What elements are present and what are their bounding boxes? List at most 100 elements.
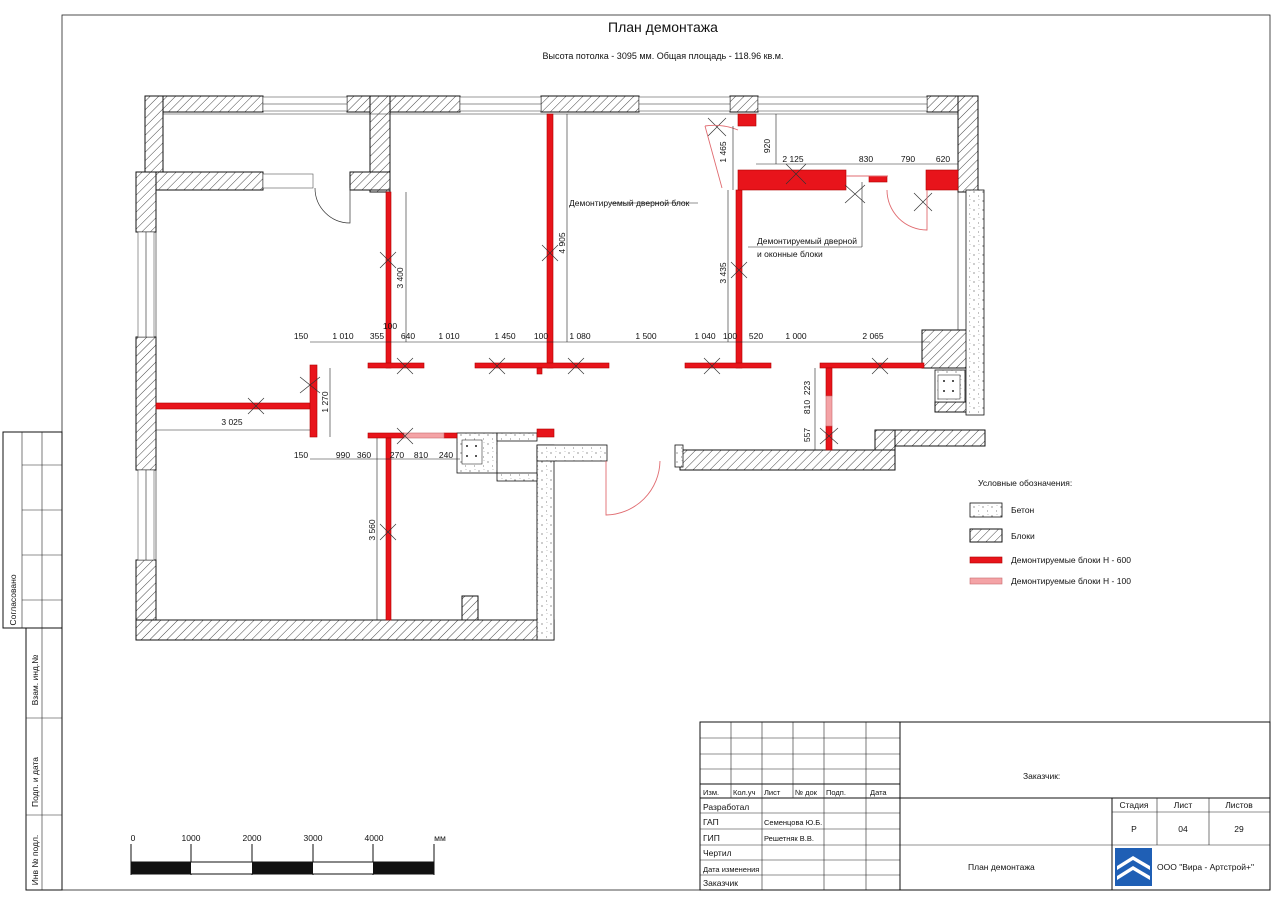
demolition-h600 [155,113,959,621]
dimension-lines [156,114,958,620]
dim-h-top: 2 065 [862,331,884,341]
tb-sheet: 04 [1178,824,1188,834]
dim-h-mid: 150 [294,450,308,460]
tb-customer-label: Заказчик: [1023,771,1060,781]
dim-h-mid: 270 [390,450,404,460]
tb-stage: Р [1131,824,1137,834]
dim-h-mid: 990 [336,450,350,460]
drawing-title: План демонтажа [608,19,718,35]
tb-sheets-header: Листов [1225,800,1253,810]
legend-title: Условные обозначения: [978,478,1072,488]
dim-h-top: 1 000 [785,331,807,341]
legend-swatch-demo600 [969,556,1003,564]
scale-tick: 2000 [243,833,262,843]
dim-v: 3 560 [367,519,377,541]
dim-h-mid: 360 [357,450,371,460]
tb-role: Заказчик [703,878,738,888]
annotations: Демонтируемый дверной блок Демонтируемый… [569,198,857,259]
door-swings [314,124,928,516]
tb-company: ООО "Вира - Артстрой+" [1157,862,1254,872]
legend-label-concrete: Бетон [1011,505,1035,515]
scale-bar: 0 1000 2000 3000 4000 мм [130,833,446,875]
note-door-window-2: и оконные блоки [757,249,823,259]
tb-role: Чертил [703,848,732,858]
company-logo [1115,848,1152,886]
dim-h-upper: 620 [936,154,950,164]
side-label-replace-inv: Взам. инд.№ [30,655,40,706]
tb-header: Кол.уч [733,788,756,797]
concrete-elements [456,189,985,641]
dim-h-upper: 830 [859,154,873,164]
dim-v: 557 [802,428,812,442]
side-stamp: Согласовано Взам. инд.№ Подп. и дата Инв… [2,431,63,891]
tb-sheets: 29 [1234,824,1244,834]
tb-gap-name: Семенцова Ю.Б. [764,818,822,827]
note-door-block: Демонтируемый дверной блок [569,198,690,208]
tb-role: ГАП [703,817,719,827]
drawing-subtitle: Высота потолка - 3095 мм. Общая площадь … [543,51,784,61]
legend-swatch-blocks [969,528,1003,543]
tb-header: Лист [764,788,781,797]
legend: Условные обозначения: Бетон Блоки Демонт… [969,478,1131,586]
scale-tick: 0 [131,833,136,843]
tb-sheet-name: План демонтажа [968,862,1035,872]
dim-v: 1 465 [718,141,728,163]
tb-stage-header: Стадия [1120,800,1149,810]
dim-v: 4 905 [557,232,567,254]
legend-label-blocks: Блоки [1011,531,1035,541]
demolition-h100 [403,395,833,439]
dim-h-top: 520 [749,331,763,341]
demolition-x-marks [247,117,933,541]
windows [137,96,928,561]
dim-h-top: 640 [401,331,415,341]
side-label-agreed: Согласовано [8,574,18,625]
legend-swatch-demo100 [969,577,1003,585]
outer-walls [135,95,986,641]
tb-role: Дата изменения [703,865,759,874]
dim-h-top: 100 [534,331,548,341]
tb-header: Подп. [826,788,846,797]
note-door-window-1: Демонтируемый дверной [757,236,857,246]
dim-h-top: 1 500 [635,331,657,341]
dim-h-left: 3 025 [221,417,243,427]
scale-unit: мм [434,833,446,843]
dim-v: 3 435 [718,262,728,284]
scale-tick: 4000 [365,833,384,843]
dim-v: 1 270 [320,391,330,413]
dim-v: 223 [802,381,812,395]
dim-h-top: 1 080 [569,331,591,341]
dim-h-top: 1 010 [332,331,354,341]
sheet-frame [61,14,1271,891]
dim-h-upper: 790 [901,154,915,164]
tb-gip-name: Решетняк В.В. [764,834,814,843]
dim-h-mid: 240 [439,450,453,460]
dim-v: 3 400 [395,267,405,289]
dim-v: 920 [762,139,772,153]
dim-h-top: 1 040 [694,331,716,341]
tb-sheet-header: Лист [1174,800,1193,810]
legend-label-demo100: Демонтируемые блоки Н - 100 [1011,576,1131,586]
dim-v: 810 [802,400,812,414]
dim-h-top: 355 [370,331,384,341]
scale-tick: 1000 [182,833,201,843]
dim-h-upper: 2 125 [782,154,804,164]
dim-h-top: 1 010 [438,331,460,341]
dim-h-top: 100 [383,321,397,331]
title-block: Изм. Кол.уч Лист № док Подп. Дата Разраб… [699,721,1271,891]
dim-h-mid: 810 [414,450,428,460]
tb-role: Разработал [703,802,749,812]
tb-header: Изм. [703,788,719,797]
tb-role: ГИП [703,833,720,843]
dim-h-top: 1 450 [494,331,516,341]
dimension-labels: 150 1 010 355 100 640 1 010 1 450 100 1 … [221,139,950,541]
legend-swatch-concrete [969,502,1003,518]
legend-label-demo600: Демонтируемые блоки Н - 600 [1011,555,1131,565]
dim-h-top: 150 [294,331,308,341]
floor-plan: 150 1 010 355 100 640 1 010 1 450 100 1 … [135,95,986,641]
side-label-inv-orig: Инв № подл. [30,835,40,886]
side-label-sign-date: Подп. и дата [30,757,40,807]
fixtures [461,374,961,465]
dim-h-top: 100 [723,331,737,341]
scale-tick: 3000 [304,833,323,843]
